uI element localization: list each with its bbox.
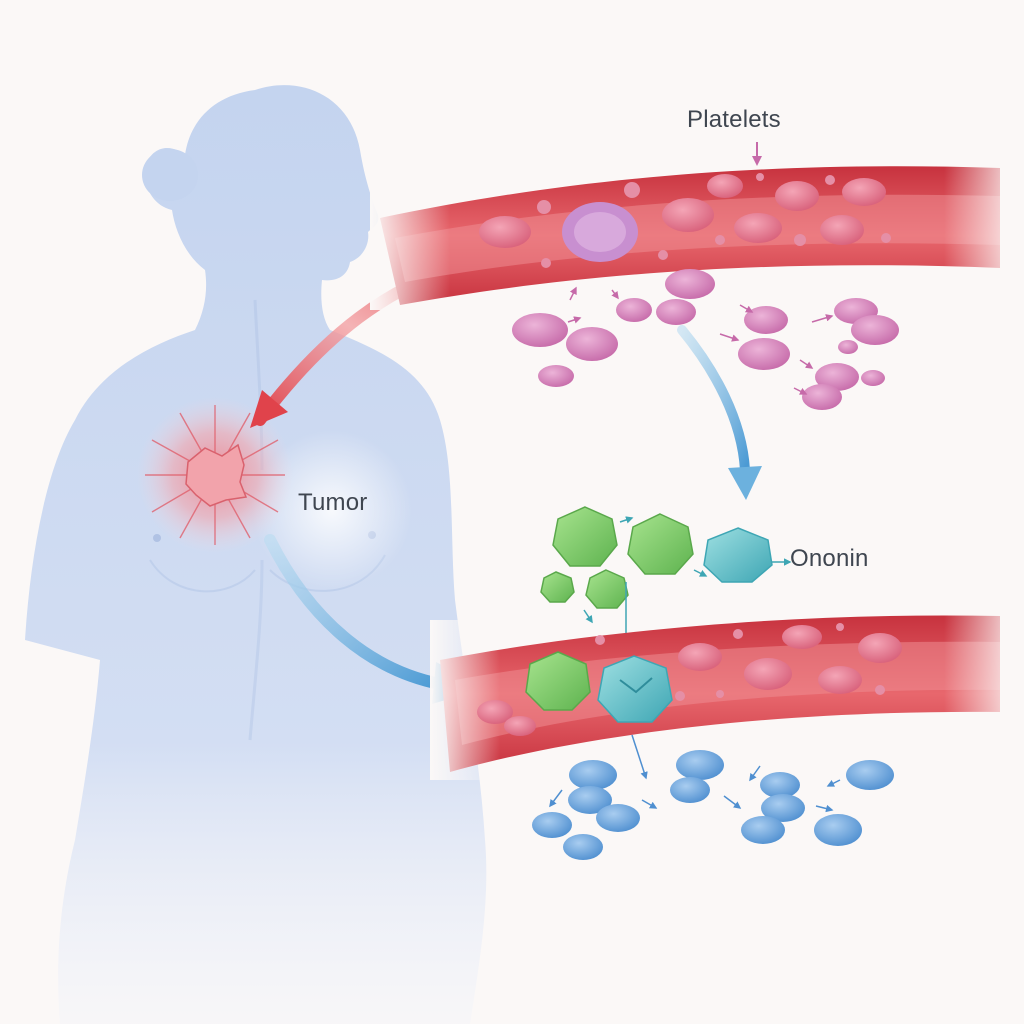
human-silhouette <box>25 85 487 1024</box>
activated-platelets <box>512 269 899 410</box>
platelets-lower-vessel <box>477 623 902 736</box>
tumor-label: Tumor <box>298 489 368 516</box>
inhibited-platelets <box>532 734 894 860</box>
platelets-label: Platelets <box>687 106 781 133</box>
platelets-in-vessel <box>479 173 891 268</box>
ononin-molecules <box>540 506 792 642</box>
tumor <box>137 397 412 590</box>
lower-blood-vessel <box>430 600 1024 780</box>
platelets-pointer <box>752 142 762 166</box>
ononin-label: Ononin <box>790 545 869 572</box>
platelets-to-ononin-arrow <box>677 325 762 500</box>
